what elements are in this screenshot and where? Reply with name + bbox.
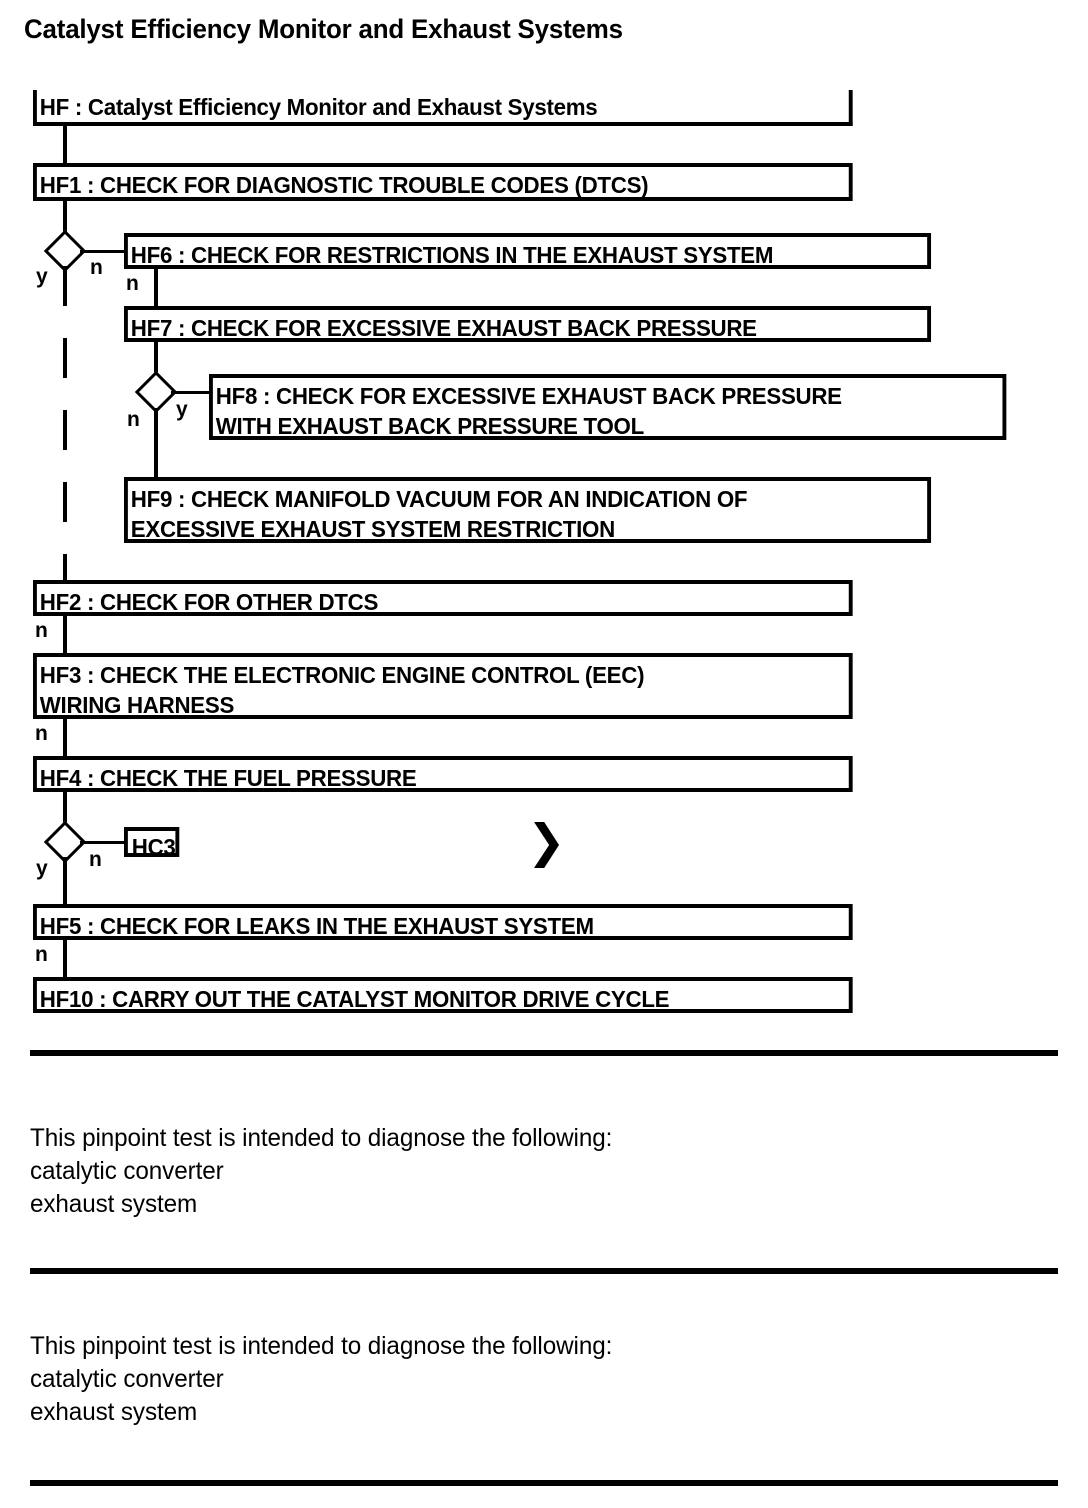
note-block-1: This pinpoint test is intended to diagno… (30, 1124, 613, 1218)
connector-hf7-to-decision-2 (154, 342, 158, 376)
connector-decision-3-yes (63, 857, 67, 905)
branch-label-decision-2-yes: y (176, 398, 188, 421)
flow-node-hf5[interactable]: HF5 : CHECK FOR LEAKS IN THE EXHAUST SYS… (33, 904, 853, 940)
connector-decision-2-yes (171, 391, 211, 394)
connector-hf5-to-hf10 (63, 940, 67, 978)
flow-node-hf2[interactable]: HF2 : CHECK FOR OTHER DTCS (33, 580, 853, 616)
flow-node-hf9[interactable]: HF9 : CHECK MANIFOLD VACUUM FOR AN INDIC… (124, 477, 932, 543)
connector-hf1-to-decision-1 (63, 201, 67, 237)
branch-label-decision-2-no: n (127, 408, 140, 431)
flow-node-hc3[interactable]: HC3 (124, 827, 180, 860)
flow-node-hf4[interactable]: HF4 : CHECK THE FUEL PRESSURE (33, 756, 853, 792)
connector-hf-to-hf1 (63, 126, 67, 164)
connector-hf4-to-decision-3 (63, 792, 67, 826)
note-block-2: This pinpoint test is intended to diagno… (30, 1332, 613, 1426)
branch-label-decision-3-no: n (89, 848, 102, 871)
connector-decision-3-no (80, 841, 125, 844)
connector-hf6-to-hf7 (154, 269, 158, 307)
flow-node-hf[interactable]: HF : Catalyst Efficiency Monitor and Exh… (33, 90, 853, 126)
connector-hf2-to-hf3 (63, 616, 67, 654)
branch-label-hf2-no: n (35, 619, 48, 642)
connector-decision-2-no (154, 408, 158, 478)
branch-label-hf6-no: n (126, 272, 139, 295)
branch-label-decision-1-no: n (90, 256, 103, 279)
divider-rule-3 (30, 1480, 1058, 1486)
divider-rule-1 (30, 1050, 1058, 1056)
flow-node-hf3[interactable]: HF3 : CHECK THE ELECTRONIC ENGINE CONTRO… (33, 653, 853, 719)
connector-decision-1-no (80, 250, 126, 253)
flow-node-hf6[interactable]: HF6 : CHECK FOR RESTRICTIONS IN THE EXHA… (124, 233, 932, 269)
branch-label-hf5-no: n (35, 943, 48, 966)
branch-label-hf3-no: n (35, 722, 48, 745)
chevron-right-icon: ❯ (527, 814, 566, 868)
divider-rule-2 (30, 1268, 1058, 1274)
flow-node-hf1[interactable]: HF1 : CHECK FOR DIAGNOSTIC TROUBLE CODES… (33, 163, 853, 201)
connector-decision-1-yes (63, 266, 67, 588)
flowchart: HF : Catalyst Efficiency Monitor and Exh… (33, 90, 1007, 1013)
flow-node-hf10[interactable]: HF10 : CARRY OUT THE CATALYST MONITOR DR… (33, 977, 853, 1013)
flow-node-hf7[interactable]: HF7 : CHECK FOR EXCESSIVE EXHAUST BACK P… (124, 306, 932, 342)
branch-label-decision-1-yes: y (36, 265, 48, 288)
flow-node-hf8[interactable]: HF8 : CHECK FOR EXCESSIVE EXHAUST BACK P… (209, 374, 1007, 440)
branch-label-decision-3-yes: y (36, 857, 48, 880)
connector-hf3-to-hf4 (63, 719, 67, 757)
page-title: Catalyst Efficiency Monitor and Exhaust … (24, 14, 623, 44)
